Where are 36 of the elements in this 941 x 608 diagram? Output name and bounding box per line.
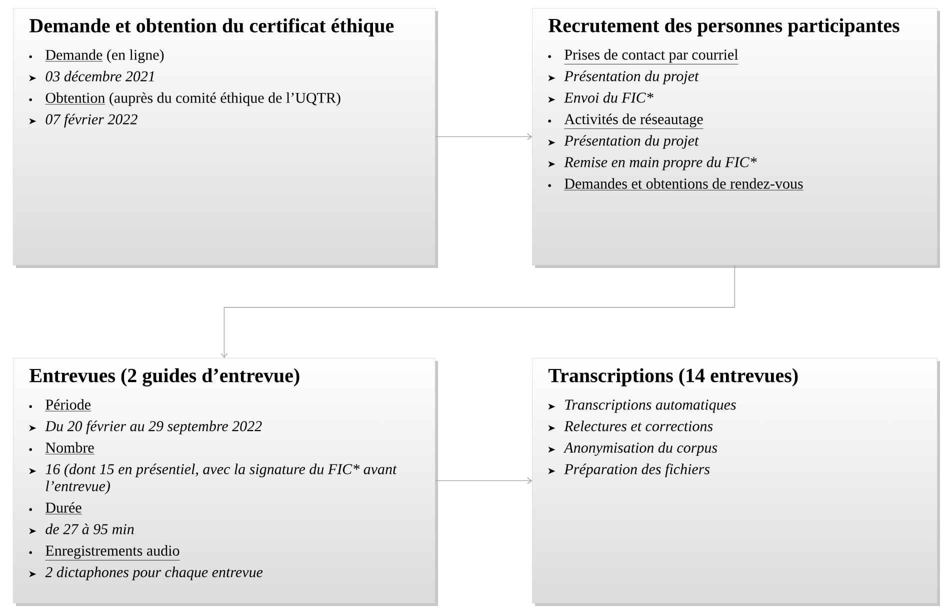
item-text: Obtention: [45, 92, 106, 105]
item-note: (auprès du comité éthique de l’UQTR): [110, 92, 340, 106]
item-text: Période: [45, 399, 92, 412]
process-box: [13, 358, 438, 606]
item-text: Enregistrements audio: [45, 545, 180, 560]
item-text: de 27 à 95 min: [46, 524, 134, 534]
item-text: Nombre: [45, 442, 95, 454]
item-text: Envoi du FIC*: [564, 92, 654, 103]
item-text: Présentation du projet: [564, 135, 699, 149]
item-text: Présentation du projet: [564, 70, 699, 84]
process-box: [13, 8, 438, 268]
box-heading: Transcriptions (14 entrevues): [548, 368, 798, 386]
item-text: 2 dictaphones pour chaque entrevue: [45, 566, 263, 580]
arrow: [220, 265, 736, 358]
item-text: Demande: [45, 49, 103, 62]
item-text: 16 (dont 15 en présentiel, avec la signature du FIC* avant l’entrevue): [46, 464, 397, 494]
item-text: Du 20 février au 29 septembre 2022: [45, 420, 262, 434]
item-text: Anonymisation du corpus: [563, 442, 718, 456]
box-heading: Demande et obtention du certificat éthique: [30, 18, 394, 37]
box-heading: Entrevues (2 guides d’entrevue): [30, 368, 300, 386]
item-note: (en ligne): [107, 49, 164, 63]
item-text: Prises de contact par courriel: [564, 49, 738, 64]
item-text: Transcriptions automatiques: [565, 400, 736, 413]
arrow: [435, 133, 532, 140]
item-text: Remise en main propre du FIC*: [564, 156, 757, 170]
item-text: 07 février 2022: [46, 114, 138, 128]
item-text: Demandes et obtentions de rendez-vous: [564, 178, 804, 190]
arrow: [435, 477, 532, 484]
item-text: 03 décembre 2021: [46, 70, 154, 82]
box-heading: Recrutement des personnes participantes: [548, 18, 900, 36]
item-text: Préparation des fichiers: [564, 464, 710, 478]
item-text: Durée: [45, 502, 82, 514]
item-text: Relectures et corrections: [564, 420, 713, 432]
item-text: Activités de réseautage: [564, 114, 704, 129]
process-box: [532, 358, 940, 606]
process-box: [532, 8, 940, 268]
